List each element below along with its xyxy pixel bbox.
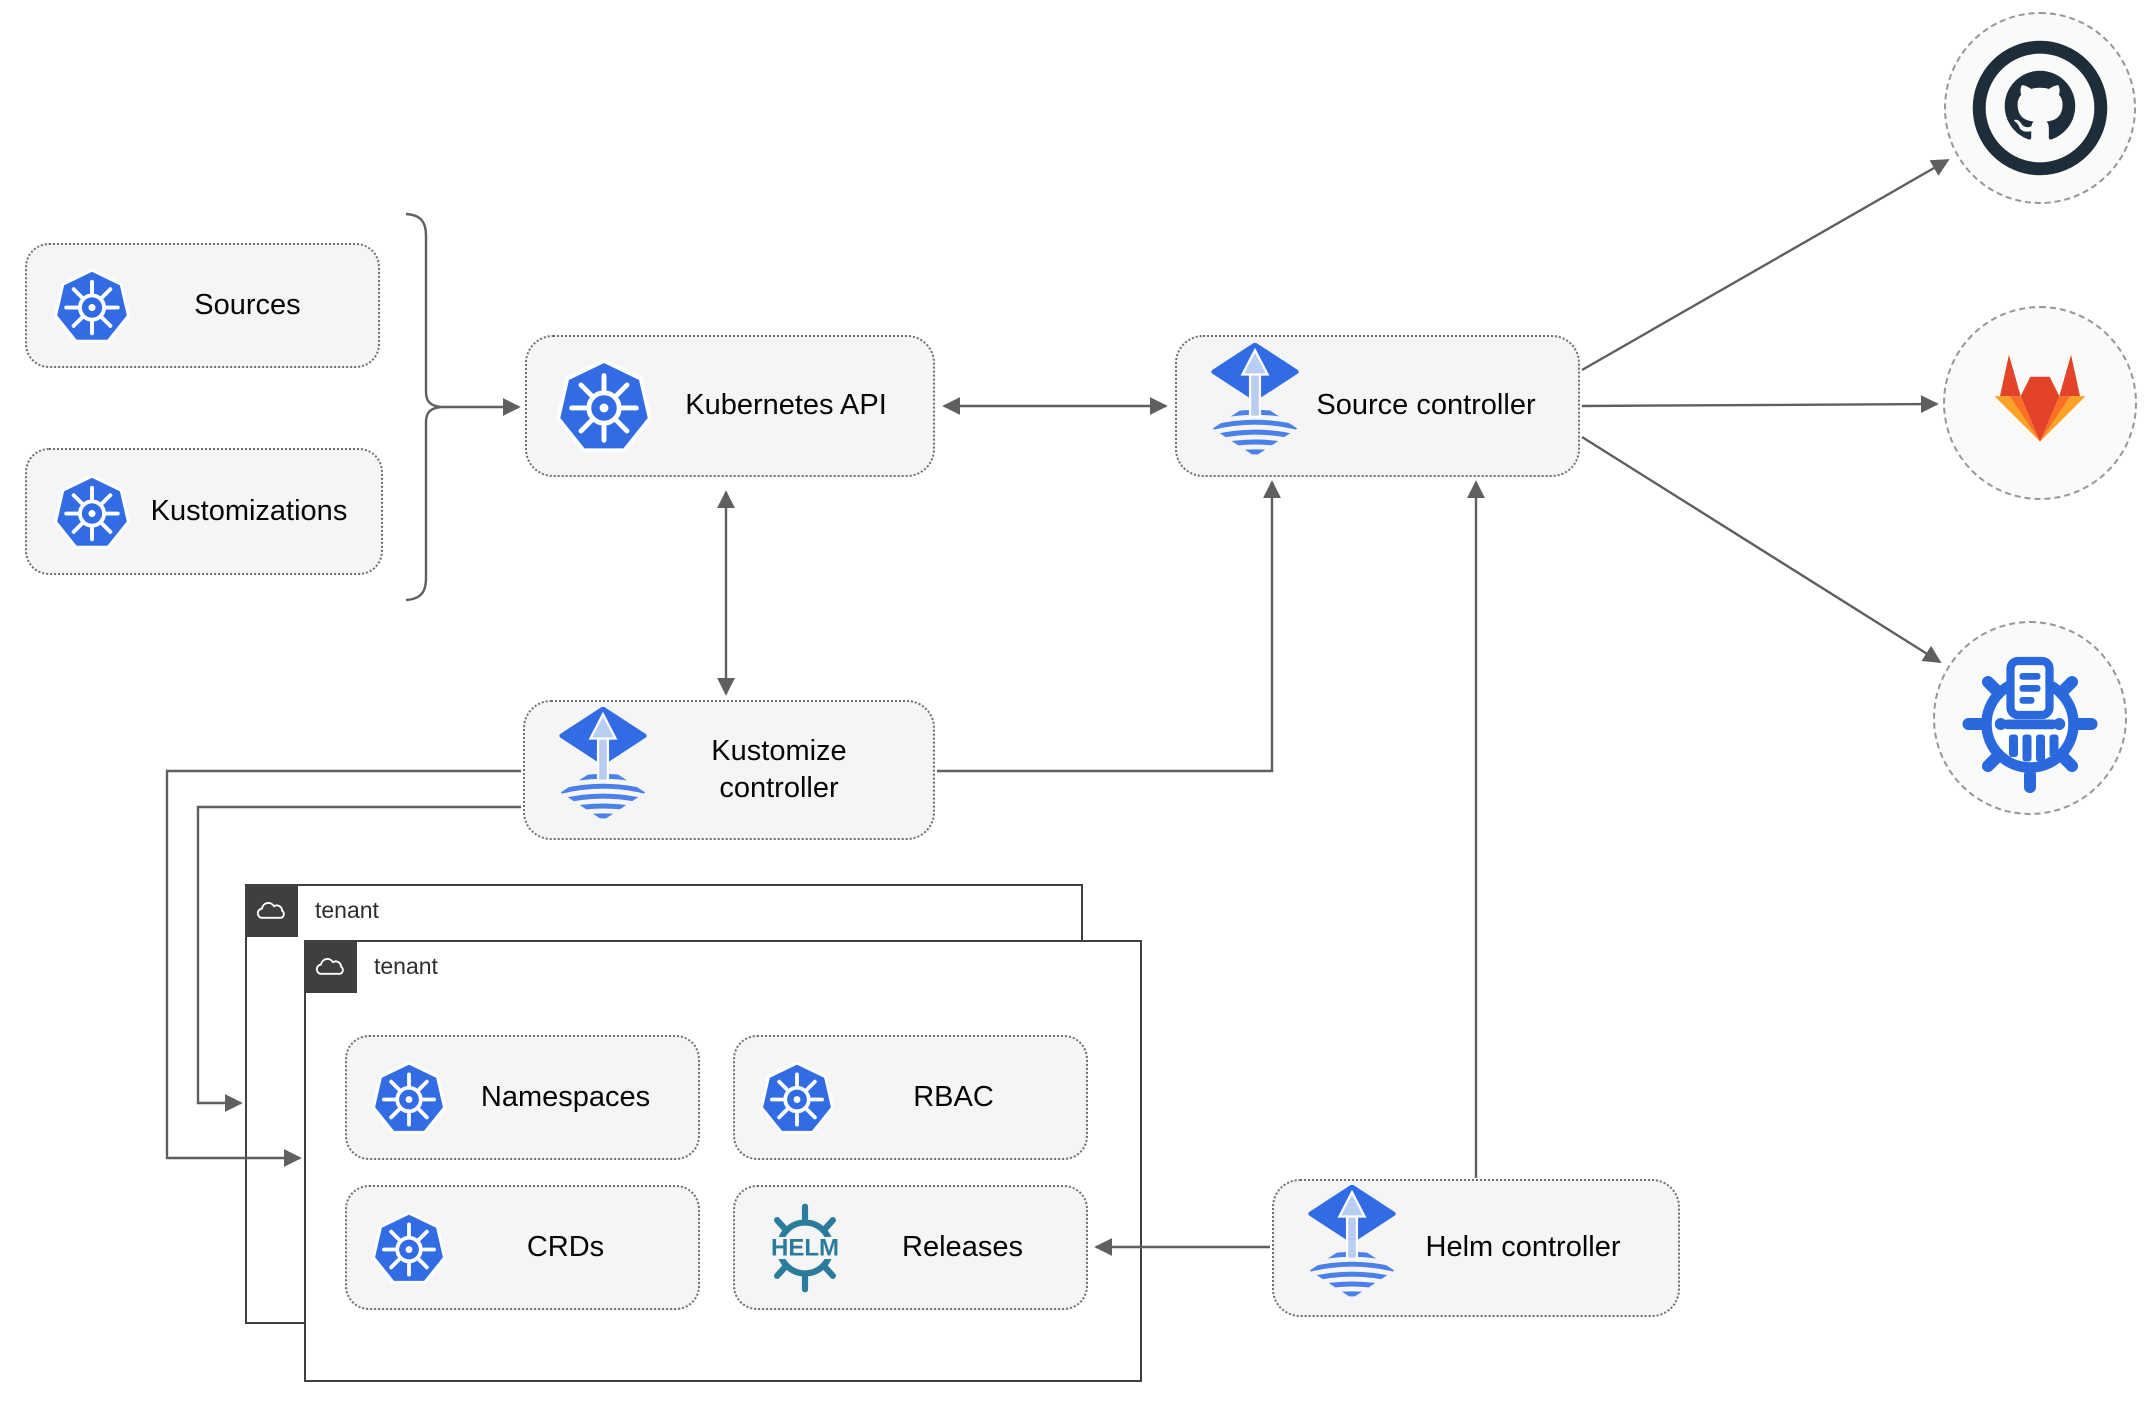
rbac-node: RBAC (733, 1035, 1088, 1160)
edge-bracket (405, 212, 442, 602)
edge-source-to-github (1581, 158, 1950, 372)
kustomize-controller-label: Kustomize controller (711, 734, 847, 804)
chartmuseum-node (1933, 621, 2127, 815)
kubernetes-api-label: Kubernetes API (685, 389, 887, 422)
svg-text:HELM: HELM (771, 1234, 839, 1261)
namespaces-node: Namespaces (345, 1035, 700, 1160)
chartmuseum-icon (1955, 643, 2105, 793)
rbac-label: RBAC (913, 1080, 994, 1113)
tenant-inner-label: tenant (374, 953, 438, 979)
edge-source-to-chartmuseum (1581, 435, 1942, 664)
kubernetes-icon (759, 1058, 835, 1138)
gitlab-node (1943, 306, 2137, 500)
source-controller-label: Source controller (1316, 389, 1536, 422)
tenant-inner-box: tenant (303, 939, 1142, 1382)
github-node (1944, 12, 2136, 204)
releases-label: Releases (902, 1230, 1023, 1263)
kubernetes-api-node: Kubernetes API (525, 335, 935, 477)
sources-label: Sources (194, 288, 301, 321)
edge-source-to-gitlab (1581, 395, 1939, 414)
kustomizations-node: Kustomizations (25, 448, 383, 575)
kubernetes-icon (555, 355, 653, 457)
source-controller-node: Source controller (1175, 335, 1580, 477)
crds-node: CRDs (345, 1185, 700, 1310)
cloud-icon (244, 883, 298, 937)
cloud-icon (303, 939, 357, 993)
kubernetes-icon (53, 265, 131, 347)
flux-icon (1306, 1185, 1398, 1311)
namespaces-label: Namespaces (480, 1080, 651, 1113)
helm-wheel-icon: HELM (757, 1200, 853, 1296)
flux-icon (557, 707, 649, 833)
gitlab-tanuki-icon (1971, 334, 2109, 472)
sources-node: Sources (25, 243, 380, 368)
crds-label: CRDs (526, 1230, 605, 1263)
tenant-outer-label: tenant (315, 897, 379, 923)
kubernetes-icon (53, 471, 131, 553)
releases-node: HELM Releases (733, 1185, 1088, 1310)
helm-controller-label: Helm controller (1425, 1231, 1621, 1264)
kustomizations-label: Kustomizations (150, 494, 348, 527)
helm-controller-node: Helm controller (1272, 1179, 1680, 1317)
kubernetes-icon (371, 1058, 447, 1138)
kustomize-controller-node: Kustomize controller (523, 700, 935, 840)
kubernetes-icon (371, 1208, 447, 1288)
github-octocat-icon (1964, 32, 2116, 184)
flux-icon (1209, 343, 1301, 469)
edge-kustomize-to-source-controller (937, 480, 1281, 773)
